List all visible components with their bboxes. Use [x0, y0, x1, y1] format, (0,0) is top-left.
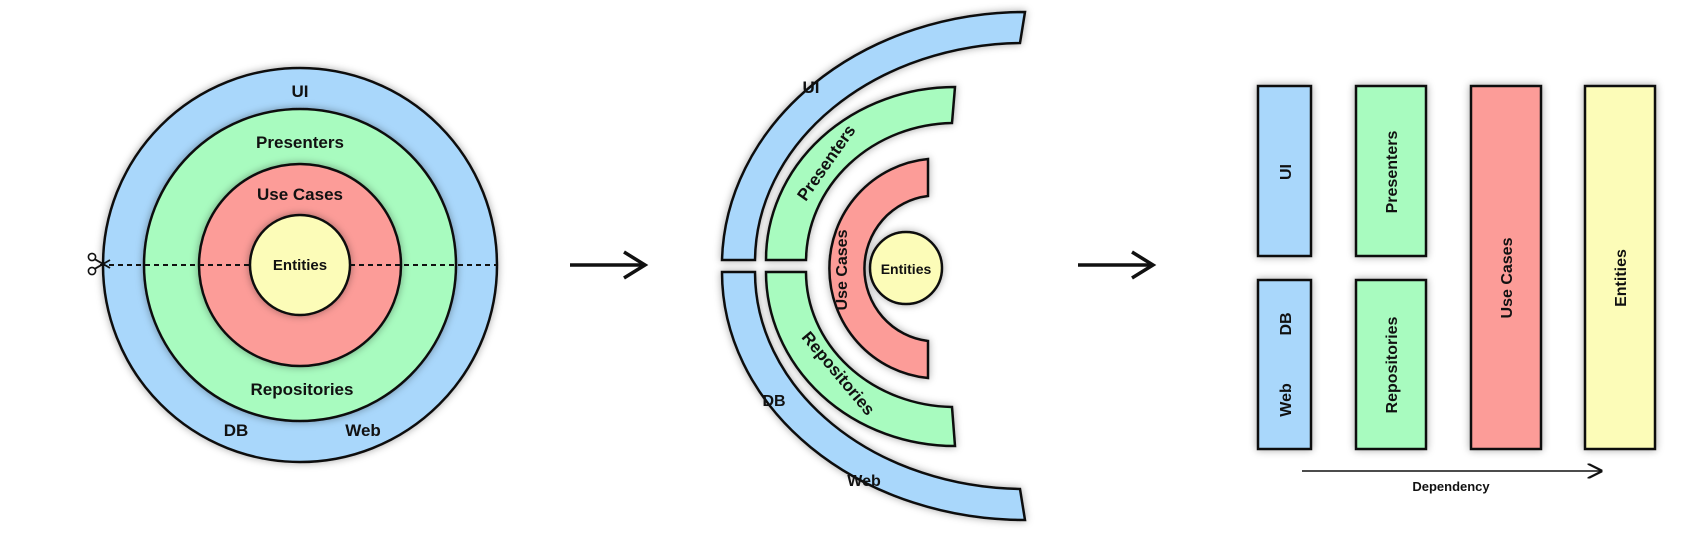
layer-repositories-label: Repositories	[1384, 316, 1401, 413]
layer-presenters-label: Presenters	[1384, 131, 1401, 214]
split-entities-circle	[868, 230, 944, 306]
presenters-arc-top	[764, 85, 957, 262]
split-entities-label: Entities	[881, 261, 932, 277]
layer-use-cases-box	[1469, 84, 1543, 451]
layer-presenters-box	[1354, 84, 1428, 258]
layer-ui-box	[1256, 84, 1313, 258]
scissors-icon	[87, 252, 111, 276]
layer-ui-label: UI	[1278, 164, 1295, 180]
circle-web-label: Web	[345, 421, 381, 440]
ui-arc-top	[720, 10, 1027, 262]
layer-repositories-box	[1354, 278, 1428, 451]
circle-ui-label: UI	[292, 82, 309, 101]
circle-use-cases-label: Use Cases	[257, 185, 343, 204]
split-rings-panel: UI Presenters Use Cases Entities Reposit…	[720, 10, 1027, 522]
split-ui-label: UI	[803, 78, 820, 97]
layer-columns-panel: UI DB Web Presenters Repositories Use Ca…	[1256, 84, 1657, 494]
circle-entities-label: Entities	[273, 257, 327, 274]
ui-arc-bottom	[720, 270, 1027, 522]
use-cases-half-ring	[828, 157, 930, 380]
layer-entities-label: Entities	[1613, 249, 1630, 307]
layer-use-cases-label: Use Cases	[1499, 237, 1516, 318]
circle-repositories-label: Repositories	[251, 380, 354, 399]
layer-db-label: DB	[1278, 312, 1295, 335]
layer-web-label: Web	[1278, 383, 1295, 417]
transition-arrow-1	[570, 250, 649, 280]
layer-db-web-box	[1256, 278, 1313, 451]
split-db-label: DB	[762, 393, 785, 410]
repositories-arc-bottom	[764, 270, 957, 448]
split-web-label: Web	[847, 473, 881, 490]
split-use-cases-label: Use Cases	[834, 229, 851, 310]
dependency-label: Dependency	[1412, 479, 1490, 494]
layer-entities-box	[1583, 84, 1657, 451]
transition-arrow-2	[1078, 250, 1157, 280]
circle-presenters-label: Presenters	[256, 133, 344, 152]
circle-db-label: DB	[224, 421, 249, 440]
concentric-circles-panel: UI Presenters Use Cases Entities Reposit…	[87, 66, 499, 464]
